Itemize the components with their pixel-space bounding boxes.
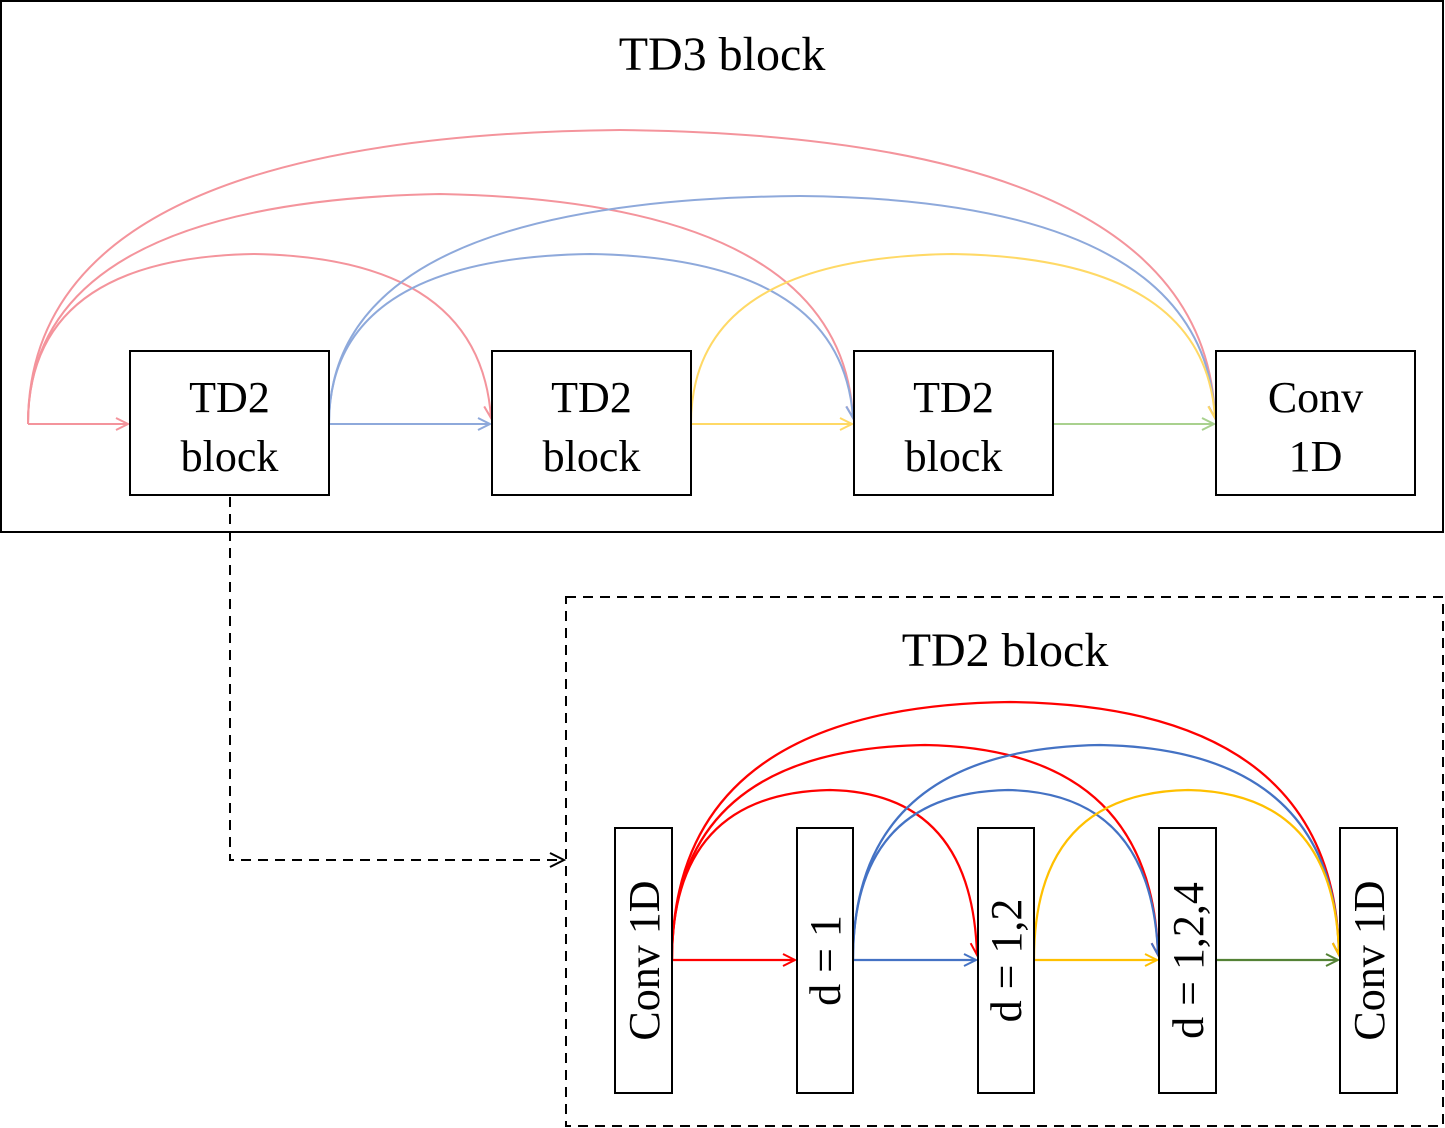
td3-block-3-line2: block: [905, 432, 1003, 481]
td3-skip-blue-2: [328, 194, 1222, 425]
td3-skip-red-3: [27, 128, 1222, 425]
td3-skip-red-2: [27, 192, 860, 425]
td3-block-conv-line1: Conv: [1268, 373, 1363, 422]
td3-block-1-line2: block: [181, 432, 279, 481]
td3-block-1-line1: TD2: [189, 373, 270, 422]
td3-skip-blue-1: [328, 252, 860, 425]
td2-block-conv-in: Conv 1D: [614, 827, 673, 1094]
td3-skip-red-1: [27, 252, 498, 425]
td2-block-d1: d = 1: [796, 827, 854, 1094]
td2-skip-red-2: [670, 743, 1165, 961]
td2-block-conv-out: Conv 1D: [1339, 827, 1398, 1094]
zoom-connector-arrow: [229, 497, 567, 868]
td2-skip-yellow-1: [1032, 788, 1346, 961]
td2-block-conv-out-label: Conv 1D: [1345, 880, 1394, 1040]
td2-skip-red-3: [670, 700, 1346, 961]
td3-block-conv: Conv 1D: [1215, 350, 1416, 496]
td2-skip-connections: [670, 700, 1346, 961]
td2-block-d12-label: d = 1,2: [982, 899, 1031, 1023]
td2-block-d124: d = 1,2,4: [1158, 827, 1217, 1094]
td3-title: TD3 block: [619, 28, 826, 81]
td2-block-d124-label: d = 1,2,4: [1164, 882, 1213, 1039]
td2-block-conv-in-label: Conv 1D: [620, 880, 669, 1040]
td3-skip-yellow-1: [690, 252, 1222, 425]
td3-block-1: TD2 block: [129, 350, 330, 496]
td3-block-2: TD2 block: [491, 350, 692, 496]
td3-block-3: TD2 block: [853, 350, 1054, 496]
td2-block-d1-label: d = 1: [801, 915, 850, 1006]
td3-outer-frame: [0, 0, 1444, 533]
td2-skip-blue-2: [851, 743, 1346, 961]
td2-block-panel: TD2 block Conv 1D d = 1 d =: [565, 596, 1444, 1127]
td2-dashed-frame: [565, 596, 1444, 1127]
td3-block-2-line1: TD2: [551, 373, 632, 422]
td2-block-d12: d = 1,2: [977, 827, 1035, 1094]
td2-title: TD2 block: [902, 624, 1109, 677]
td2-skip-red-1: [670, 788, 984, 961]
td3-block-conv-line2: 1D: [1289, 432, 1343, 481]
td3-block-panel: TD3 block TD2 block TD2 block: [0, 0, 1444, 533]
td2-skip-blue-1: [851, 788, 1165, 961]
td3-block-2-line2: block: [543, 432, 641, 481]
td3-block-3-line1: TD2: [913, 373, 994, 422]
td3-skip-connections: [27, 128, 1222, 425]
